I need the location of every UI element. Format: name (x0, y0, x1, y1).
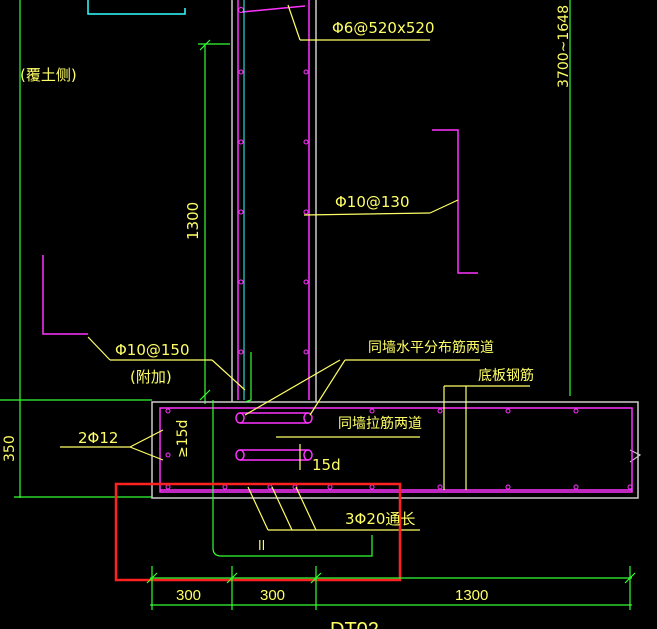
leader-wallh (244, 359, 341, 416)
rebar-dot (505, 408, 511, 414)
rebar-dot (627, 484, 633, 490)
rebar-dot (505, 484, 511, 490)
label-wall-tie: 同墙拉筋两道 (338, 415, 422, 432)
label-add-note: (附加) (130, 368, 172, 386)
rebar-dot (303, 139, 309, 145)
slab-rebar-loop (159, 407, 633, 493)
rebar-dot (303, 349, 309, 355)
leader-vert (303, 212, 431, 216)
rebar-dot (303, 69, 309, 75)
rebar-dot (238, 279, 244, 285)
dim-tick (199, 389, 211, 401)
label-tie-bar: Φ6@520x520 (332, 19, 435, 37)
rebar-dot (238, 349, 244, 355)
rebar-dot (437, 484, 443, 490)
label-2bars: 2Φ12 (78, 429, 118, 447)
label-ll: ll (258, 539, 265, 554)
dim-tick (624, 572, 636, 584)
label-wall-horizontal: 同墙水平分布筋两道 (368, 339, 494, 356)
link-loop (303, 449, 313, 461)
label-add-bar: Φ10@150 (115, 341, 190, 359)
dim-tick (226, 572, 238, 584)
anchor-bar (212, 400, 373, 557)
rebar-dot (303, 209, 309, 215)
label-3bars: 3Φ20通长 (345, 510, 415, 528)
rebar-dot (165, 452, 171, 458)
link-loop (235, 412, 245, 424)
dim-350: 350 (2, 435, 18, 462)
rebar-dot (165, 408, 171, 414)
rebar-dot (238, 7, 244, 13)
dim-300a: 300 (176, 587, 201, 604)
base-slab-outline (151, 401, 639, 499)
vert-bar-bracket (432, 129, 478, 274)
leader-vert2 (429, 199, 459, 214)
rebar-dot (238, 209, 244, 215)
anchor-bar-top (244, 352, 252, 403)
leader-2bar-b (129, 446, 164, 461)
leader-wallh2 (309, 359, 346, 416)
rebar-dot (238, 139, 244, 145)
highlight-box (114, 482, 402, 582)
label-vert-bar: Φ10@130 (335, 193, 410, 211)
leader-3bar-c (295, 486, 317, 531)
dim-300b: 300 (260, 587, 285, 604)
leader-tie (287, 4, 301, 41)
rebar-dot (267, 484, 273, 490)
cyan-bracket (87, 0, 186, 15)
leader-3bar-a (247, 486, 269, 531)
leader-3bar-b (271, 486, 293, 531)
rebar-dot (165, 484, 171, 490)
rebar-dot (369, 408, 375, 414)
label-soil-side: (覆土侧) (20, 66, 77, 84)
dim-tick (310, 572, 322, 584)
rebar-dot (303, 279, 309, 285)
leader-add2 (211, 359, 246, 391)
break-line (629, 449, 642, 463)
leader-2bar-a (129, 429, 164, 448)
wall-tie-top (241, 5, 306, 13)
rebar-dot (222, 484, 228, 490)
rebar-dot (327, 484, 333, 490)
rebar-dot (238, 69, 244, 75)
dim-1300-vert: 1300 (184, 202, 202, 240)
dim-tick (146, 572, 158, 584)
dim-tick (199, 39, 211, 51)
addl-bar-bracket (42, 255, 88, 335)
rebar-dot (369, 484, 375, 490)
label-15d: 15d (312, 456, 341, 474)
title-partial: DT02 (330, 619, 379, 629)
label-vertical-dim: 3700~1648 (556, 5, 572, 88)
rebar-dot (573, 484, 579, 490)
label-base-plate: 底板钢筋 (478, 367, 534, 384)
label-ge15d: ≥15d (175, 420, 191, 458)
rebar-dot (437, 408, 443, 414)
link-loop (235, 449, 245, 461)
dim-1300: 1300 (455, 587, 488, 604)
leader-add (87, 336, 111, 361)
rebar-dot (573, 408, 579, 414)
